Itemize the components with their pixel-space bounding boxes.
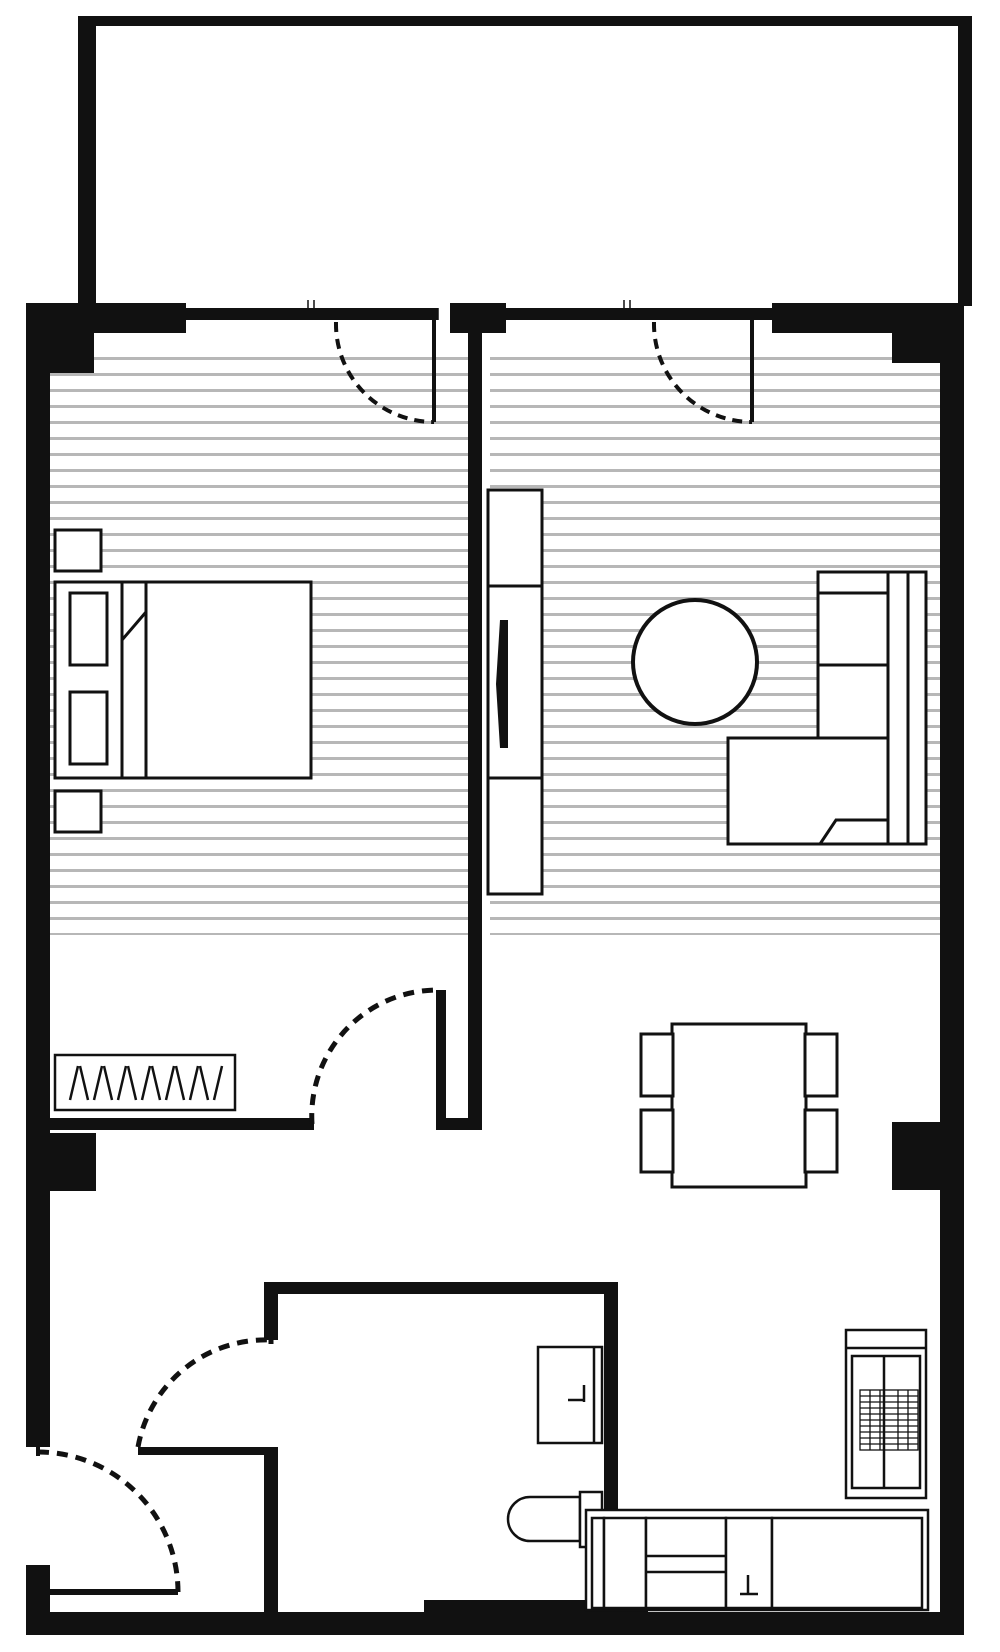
dining-chair: [803, 1032, 839, 1098]
bathroom-door[interactable]: [135, 1333, 274, 1448]
bedroom-door[interactable]: [309, 987, 439, 1125]
kitchen-sink: [740, 1575, 758, 1596]
kitchen-counter: [584, 1508, 930, 1612]
double-bed: [53, 580, 313, 780]
bathroom-sink: [536, 1345, 604, 1445]
balcony-door-bedroom[interactable]: [333, 320, 436, 424]
nightstand: [53, 789, 103, 834]
dining-chair: [639, 1032, 675, 1098]
tv-unit: [486, 488, 544, 896]
round-table: [631, 598, 759, 726]
dining-chair: [639, 1108, 675, 1174]
walls: [26, 16, 972, 1635]
refrigerator-grille: [859, 1389, 919, 1451]
dining-table: [670, 1022, 808, 1189]
balcony-door-living[interactable]: [651, 320, 754, 424]
dining-chair: [803, 1108, 839, 1174]
wardrobe: [53, 1053, 237, 1112]
nightstand: [53, 528, 103, 573]
entrance-door[interactable]: [36, 1447, 181, 1595]
window-ticks: [307, 300, 631, 320]
l-shaped-sofa: [726, 570, 928, 846]
